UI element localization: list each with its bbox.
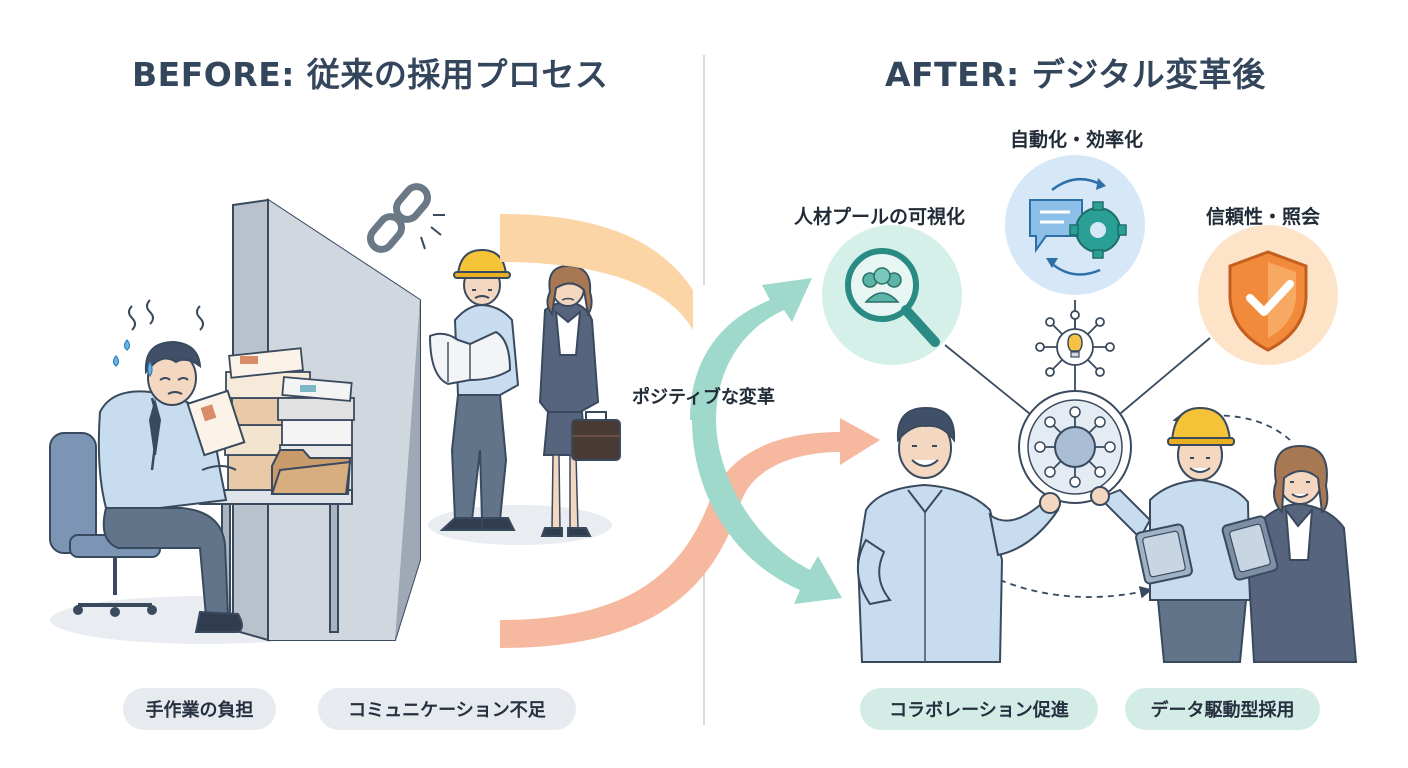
tablet-icon	[1135, 523, 1193, 585]
arrow-mint-down	[692, 420, 842, 604]
business-woman	[538, 264, 621, 537]
tag-collaboration: コラボレーション促進	[860, 688, 1098, 730]
dashed-arrow-bottom	[999, 579, 1153, 599]
tablet-worker	[1090, 406, 1252, 663]
network-hub-icon	[1018, 390, 1132, 504]
tag-manual-burden: 手作業の負担	[123, 688, 276, 730]
after-title: AFTER: デジタル変革後	[885, 55, 1266, 94]
feature-label-talent-pool: 人材プールの可視化	[794, 206, 966, 228]
search-people-icon	[822, 225, 962, 365]
arrow-peach	[500, 214, 693, 330]
lightbulb-icon	[1035, 310, 1115, 377]
tag-communication-gap: コミュニケーション不足	[318, 688, 576, 730]
folder-icon	[270, 449, 352, 495]
before-title: BEFORE: 従来の採用プロセス	[132, 55, 609, 94]
briefcase-icon	[571, 411, 621, 461]
hard-hat-worker	[428, 248, 520, 531]
shield-check-icon	[1198, 225, 1338, 365]
feature-label-reliability: 信頼性・照会	[1206, 206, 1321, 228]
transition-label: ポジティブな変革	[632, 387, 775, 408]
arrow-salmon	[500, 418, 880, 648]
tag-data-driven: データ駆動型採用	[1125, 688, 1320, 730]
chat-gear-icon	[1005, 155, 1145, 295]
floor-shadow-workers	[428, 505, 612, 545]
tablet-woman	[1221, 444, 1358, 663]
stressed-worker	[97, 299, 246, 633]
broken-chain-icon	[367, 183, 445, 253]
transition-arrows	[500, 214, 880, 648]
smiling-man	[856, 406, 1061, 663]
feature-label-automation: 自動化・効率化	[1010, 129, 1144, 151]
arrow-mint-up	[690, 278, 812, 420]
